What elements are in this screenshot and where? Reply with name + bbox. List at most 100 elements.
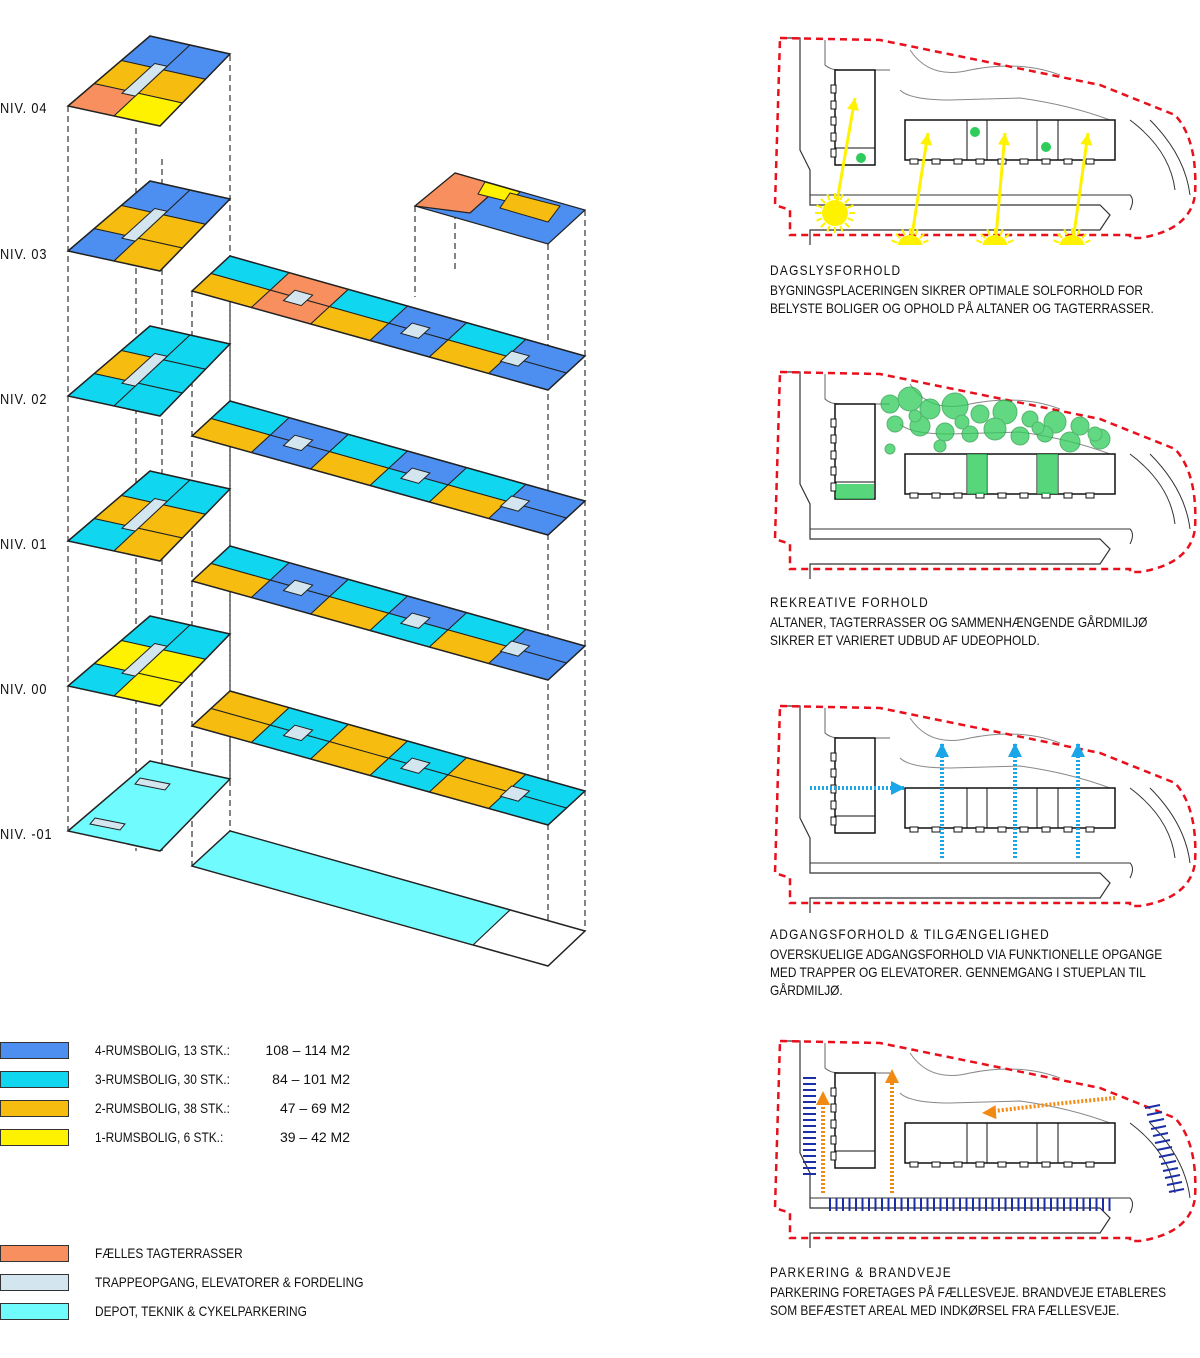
- sun-ray: [820, 198, 826, 204]
- plate-outline: [190, 545, 587, 681]
- sun-arrow: [993, 132, 1007, 245]
- site-path: [909, 1052, 1061, 1079]
- panel-title-daylight: DAGSLYSFORHOLD: [770, 262, 902, 278]
- balcony: [1019, 492, 1029, 499]
- stair-core: [499, 495, 531, 512]
- parking-arrowhead: [885, 1069, 899, 1083]
- stair-core: [499, 785, 531, 802]
- tree-dot: [933, 439, 947, 453]
- access-arrowhead: [891, 781, 905, 795]
- tree-dot: [970, 127, 980, 137]
- panel-description-parking: PARKERING FORETAGES PÅ FÆLLESVEJE. BRAND…: [770, 1284, 1167, 1318]
- balcony: [953, 158, 963, 165]
- balcony: [1041, 1161, 1051, 1168]
- stair-core: [399, 757, 431, 774]
- legend-area: 84 – 101 M2: [272, 1071, 350, 1087]
- tree-dot: [954, 414, 970, 430]
- site-line: [824, 374, 890, 405]
- balcony: [953, 826, 963, 833]
- balcony: [1041, 158, 1051, 165]
- site-line: [824, 40, 890, 71]
- balcony: [1063, 826, 1073, 833]
- access-arrowhead: [935, 743, 949, 757]
- site-road: [780, 37, 1111, 245]
- building-b: [904, 119, 1116, 161]
- tree-dot: [908, 409, 922, 423]
- site-road: [1149, 1122, 1191, 1199]
- balcony: [931, 492, 941, 499]
- sun-icon: [1053, 228, 1091, 245]
- legend-swatch: [0, 1302, 69, 1320]
- sun-arrow: [1070, 132, 1090, 245]
- sun-disc: [1059, 235, 1085, 245]
- balcony: [997, 492, 1007, 499]
- balcony: [975, 158, 985, 165]
- legend-swatch: [0, 1244, 69, 1262]
- tree-dot: [919, 398, 941, 420]
- tree-dot: [1087, 426, 1103, 442]
- site-boundary: [773, 704, 1197, 908]
- tree-dot: [983, 417, 1007, 441]
- sun-ray: [1084, 239, 1091, 244]
- stair-core: [399, 612, 431, 629]
- tree-dot: [1059, 431, 1081, 453]
- stair-core: [120, 497, 169, 532]
- stair-core: [282, 434, 314, 452]
- legend-swatch: [0, 1273, 69, 1291]
- sun-ray: [1004, 233, 1010, 239]
- legend-swatch: [0, 1041, 69, 1059]
- tree-dot: [880, 394, 900, 414]
- balcony: [830, 1135, 837, 1145]
- level-label-03: NIV. 03: [0, 246, 48, 263]
- legend-label: DEPOT, TEKNIK & CYKELPARKERING: [95, 1303, 307, 1319]
- access-arrowhead: [1071, 743, 1085, 757]
- site-road: [810, 1197, 1133, 1214]
- tower-floor-plate: [66, 615, 232, 707]
- legend-row-1-room: 1-RUMSBOLIG, 6 STK.: 39 – 42 M2: [0, 1127, 350, 1147]
- site-road: [1129, 1122, 1176, 1194]
- balcony: [975, 826, 985, 833]
- parking-arrowhead: [816, 1091, 830, 1105]
- tree-dot: [884, 443, 896, 455]
- sun-disc: [982, 235, 1008, 245]
- level-label-02: NIV. 02: [0, 391, 48, 408]
- balcony: [1063, 492, 1073, 499]
- tree-dot: [1070, 416, 1090, 436]
- fire-road-mark: [1148, 1118, 1165, 1123]
- legend-area: 108 – 114 M2: [265, 1042, 350, 1058]
- fire-road-hatching: [803, 1077, 1185, 1211]
- balcony: [1019, 158, 1029, 165]
- balcony: [909, 492, 919, 499]
- panel-description-recreation: ALTANER, TAGTERRASSER OG SAMMENHÆNGENDE …: [770, 614, 1148, 648]
- sun-ray: [1063, 229, 1068, 236]
- panel-description-access: OVERSKUELIGE ADGANGSFORHOLD VIA FUNKTION…: [770, 946, 1163, 998]
- legend-area: 39 – 42 M2: [279, 1129, 350, 1145]
- site-path: [899, 1092, 1111, 1124]
- balcony: [830, 1119, 837, 1129]
- sun-disc: [897, 235, 923, 245]
- balcony: [1085, 492, 1095, 499]
- panel-description-daylight: BYGNINGSPLACERINGEN SIKRER OPTIMALE SOLF…: [770, 282, 1154, 316]
- sun-ray: [844, 222, 850, 228]
- site-road: [810, 194, 1133, 211]
- site-line: [824, 708, 890, 739]
- fire-road-mark: [1156, 1146, 1173, 1151]
- floor-plates: [66, 35, 587, 967]
- balcony: [830, 800, 837, 810]
- balcony: [830, 132, 837, 142]
- balcony: [931, 1161, 941, 1168]
- balcony: [997, 826, 1007, 833]
- sun-ray: [914, 229, 919, 236]
- sun-ray: [847, 204, 854, 209]
- balcony: [953, 1161, 963, 1168]
- building-a: [834, 69, 876, 166]
- sun-arrowhead: [920, 133, 933, 146]
- site-base: [773, 370, 1197, 579]
- balcony: [830, 482, 837, 492]
- balcony: [1085, 826, 1095, 833]
- panel-title-access: ADGANGSFORHOLD & TILGÆNGELIGHED: [770, 926, 1050, 942]
- site-boundary: [773, 36, 1197, 240]
- balcony: [997, 1161, 1007, 1168]
- sun-ray: [839, 225, 844, 232]
- balcony: [1085, 1161, 1095, 1168]
